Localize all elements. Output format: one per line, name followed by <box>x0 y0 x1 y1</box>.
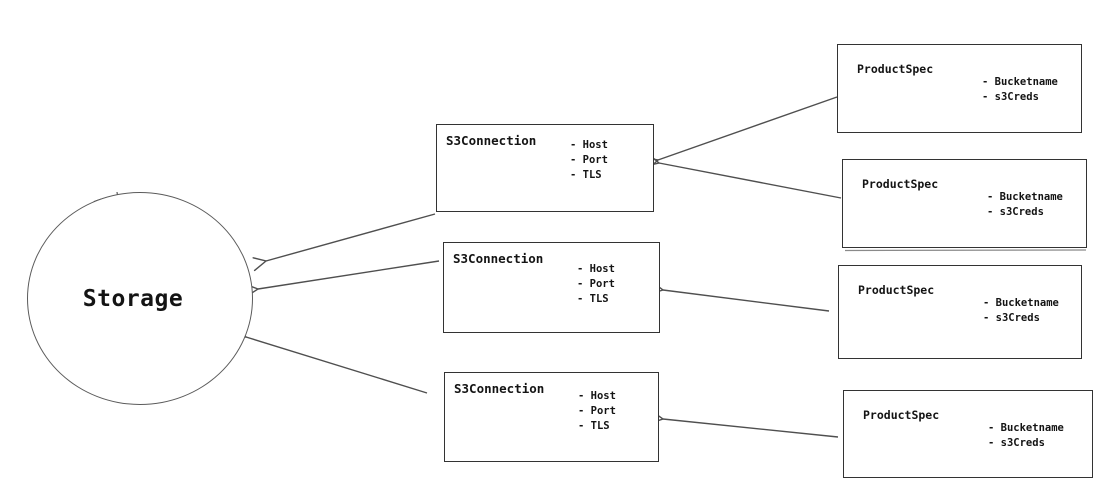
productspec-node-2-attributes: - Bucketname - s3Creds <box>987 190 1063 220</box>
s3connection-node-2-attributes: - Host - Port - TLS <box>577 262 615 307</box>
productspec-node-3: ProductSpec - Bucketname - s3Creds <box>838 265 1082 359</box>
s3connection-node-1-title: S3Connection <box>446 133 537 148</box>
edge-s3connection1-to-storage <box>266 213 436 261</box>
attribute-line: - s3Creds <box>983 312 1040 324</box>
s3connection-node-3: S3Connection - Host - Port - TLS <box>444 372 659 462</box>
s3connection-node-2-title: S3Connection <box>453 251 544 266</box>
edge-productspec1-to-s3connection1 <box>658 96 838 160</box>
productspec-node-2-title: ProductSpec <box>862 177 939 191</box>
attribute-line: - TLS <box>577 293 609 305</box>
productspec-node-3-title: ProductSpec <box>858 283 935 297</box>
attribute-line: - Host <box>577 263 615 275</box>
productspec-node-1: ProductSpec - Bucketname - s3Creds <box>837 44 1082 133</box>
attribute-line: - Port <box>570 154 608 166</box>
attribute-line: - Bucketname <box>982 76 1058 88</box>
attribute-line: - Port <box>577 278 615 290</box>
productspec-node-2: ProductSpec - Bucketname - s3Creds <box>842 159 1087 248</box>
attribute-line: - Bucketname <box>987 191 1063 203</box>
s3connection-node-3-attributes: - Host - Port - TLS <box>578 389 616 434</box>
edge-productspec4-to-s3connection3 <box>663 419 839 438</box>
productspec-node-1-title: ProductSpec <box>857 62 934 76</box>
attribute-line: - s3Creds <box>987 206 1044 218</box>
storage-node-label: Storage <box>82 285 184 312</box>
productspec2-sketch-double-edge <box>844 249 1087 252</box>
edge-productspec2-to-s3connection1 <box>659 163 842 199</box>
productspec-node-4-attributes: - Bucketname - s3Creds <box>988 421 1064 451</box>
edge-s3connection3-to-storage <box>246 337 428 394</box>
attribute-line: - s3Creds <box>982 91 1039 103</box>
attribute-line: - Host <box>578 390 616 402</box>
productspec-node-3-attributes: - Bucketname - s3Creds <box>983 296 1059 326</box>
edge-s3connection2-to-storage <box>258 260 440 289</box>
attribute-line: - TLS <box>570 169 602 181</box>
attribute-line: - TLS <box>578 420 610 432</box>
attribute-line: - s3Creds <box>988 437 1045 449</box>
attribute-line: - Host <box>570 139 608 151</box>
productspec-node-4-title: ProductSpec <box>863 408 940 422</box>
attribute-line: - Bucketname <box>983 297 1059 309</box>
s3connection-node-2: S3Connection - Host - Port - TLS <box>443 242 660 333</box>
productspec-node-1-attributes: - Bucketname - s3Creds <box>982 75 1058 105</box>
productspec-node-4: ProductSpec - Bucketname - s3Creds <box>843 390 1093 478</box>
attribute-line: - Port <box>578 405 616 417</box>
s3connection-node-1-attributes: - Host - Port - TLS <box>570 138 608 183</box>
edge-productspec3-to-s3connection2 <box>663 290 830 312</box>
s3connection-node-3-title: S3Connection <box>454 381 545 396</box>
s3connection-node-1: S3Connection - Host - Port - TLS <box>436 124 654 212</box>
storage-node: Storage <box>27 192 253 405</box>
attribute-line: - Bucketname <box>988 422 1064 434</box>
